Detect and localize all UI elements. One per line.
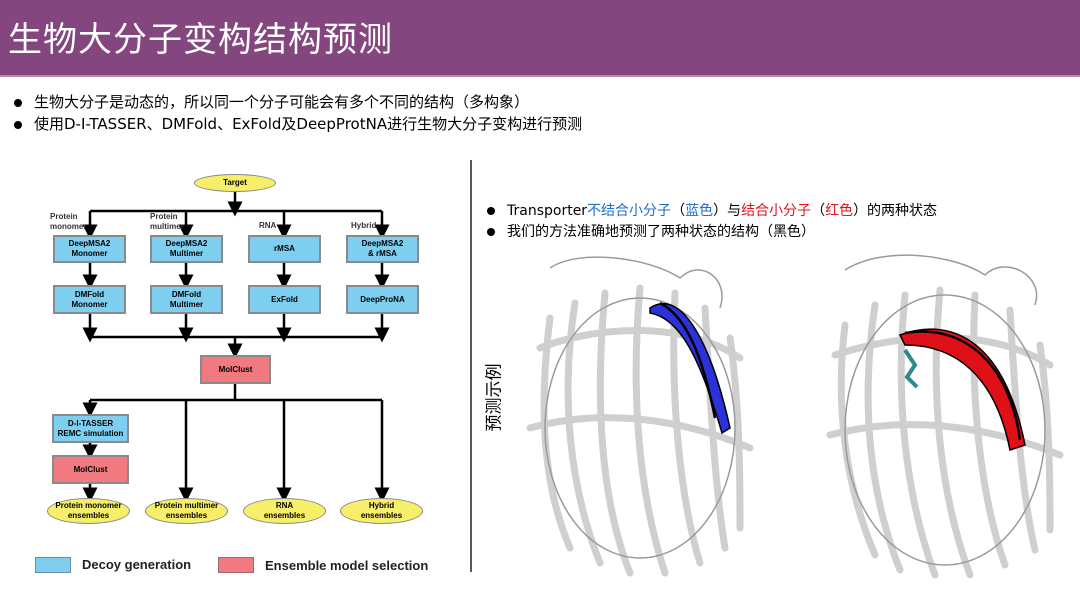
legend-label: Decoy generation [82,557,192,572]
msa-node: DeepMSA2 Multimer [150,235,223,263]
ensemble-node: Hybrid ensembles [340,498,423,524]
red-ribbon [898,328,1026,451]
ligand [903,348,919,389]
fold-node: DeepProNA [346,285,419,314]
legend-label: Ensemble model selection [265,558,429,573]
msa-node: rMSA [248,235,321,263]
legend-swatch-decoy [35,557,71,573]
branch-label: Protein multimer [150,212,184,231]
protein-structure-unbound [526,256,754,577]
blue-ribbon [649,302,731,435]
branch-label: Protein monomer [50,212,87,231]
bullet-text: 生物大分子是动态的，所以同一个分子可能会有多个不同的结构（多构象） [34,93,530,111]
ensemble-node: Protein multimer ensembles [145,498,228,524]
molclust-node: MolClust [200,355,271,384]
ensemble-node: RNA ensembles [243,498,326,524]
right-bullet-2: 我们的方法准确地预测了两种状态的结构（黑色） [487,221,815,241]
legend-swatch-selection [218,557,254,573]
msa-node: DeepMSA2 & rMSA [346,235,419,263]
fold-node: DMFold Monomer [53,285,126,314]
bullet-2: 使用D-I-TASSER、DMFold、ExFold及DeepProtNA进行生… [14,113,582,134]
protein-structure-bound [826,254,1064,579]
ensemble-node: Protein monomer ensembles [47,498,130,524]
right-bullet-1: Transporter不结合小分子（蓝色）与结合小分子（红色）的两种状态 [487,200,937,220]
branch-label: RNA [259,221,277,230]
bullet-1: 生物大分子是动态的，所以同一个分子可能会有多个不同的结构（多构象） [14,91,529,112]
fold-node: ExFold [248,285,321,314]
bullet-text: 使用D-I-TASSER、DMFold、ExFold及DeepProtNA进行生… [34,115,583,133]
molclust-node-2: MolClust [52,455,129,484]
page-title: 生物大分子变构结构预测 [8,20,393,60]
ditasser-node: D-I-TASSER REMC simulation [52,414,129,443]
fold-node: DMFold Multimer [150,285,223,314]
msa-node: DeepMSA2 Monomer [53,235,126,263]
target-node: Target [194,174,276,192]
title-bar: 生物大分子变构结构预测 [0,0,1080,77]
branch-label: Hybrid [351,221,377,230]
